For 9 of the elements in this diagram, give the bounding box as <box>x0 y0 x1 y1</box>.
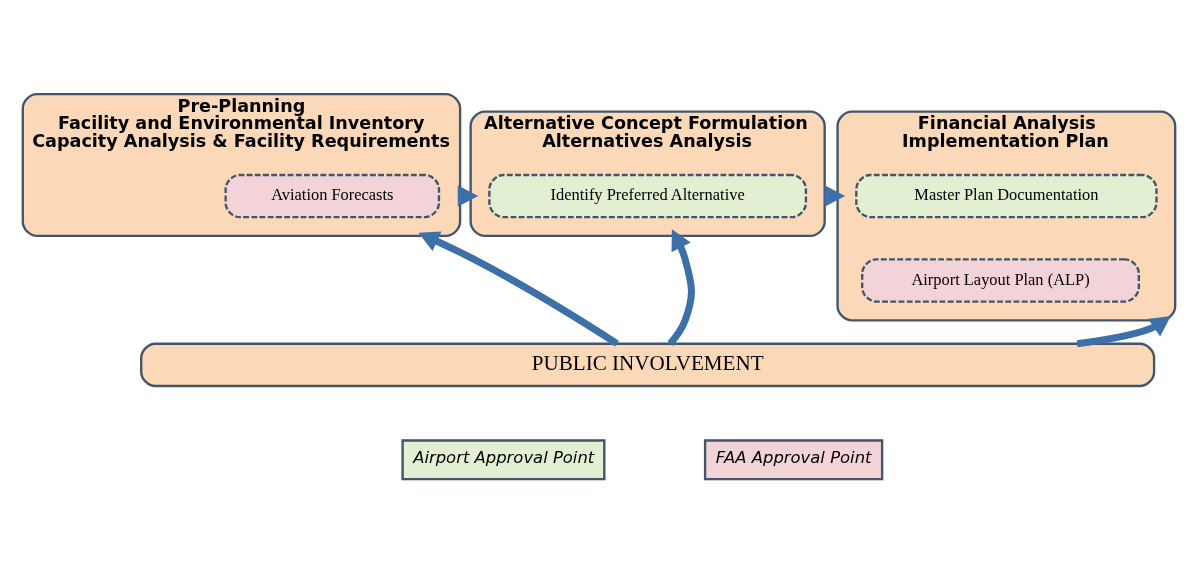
node-box: Airport Layout Plan (ALP) <box>861 258 1140 303</box>
legend-label: FAA Approval Point <box>715 448 872 467</box>
node-box: Master Plan Documentation <box>855 173 1158 219</box>
node-box: Identify Preferred Alternative <box>488 173 808 219</box>
arrow <box>667 229 695 346</box>
legend-label: Airport Approval Point <box>413 448 595 467</box>
node-box: PUBLIC INVOLVEMENT <box>140 342 1156 388</box>
node-box: Aviation Forecasts <box>224 173 441 219</box>
arrow <box>418 231 619 347</box>
